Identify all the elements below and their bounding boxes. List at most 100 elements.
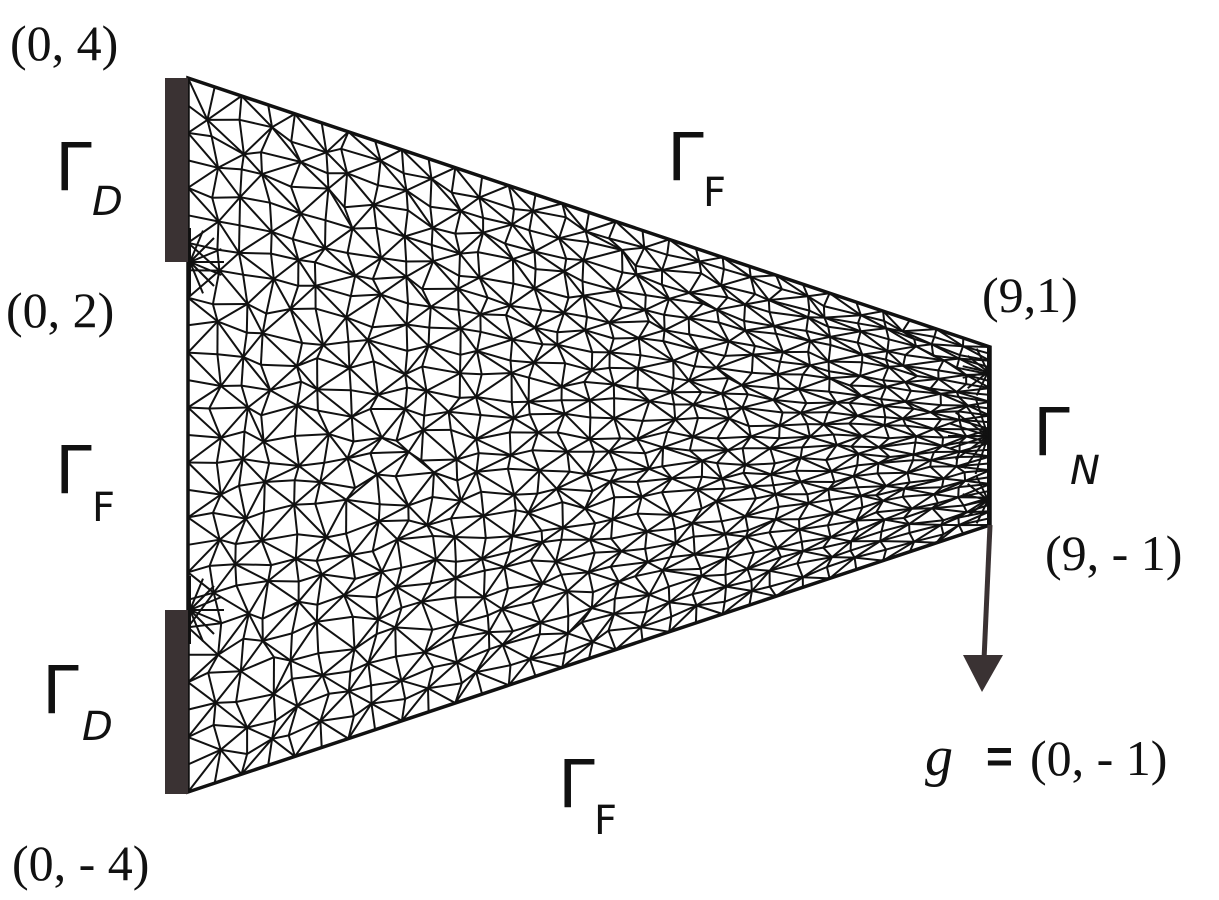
mesh-edge: [401, 148, 433, 180]
mesh-edge: [208, 385, 222, 409]
mesh-edge: [566, 571, 590, 593]
mesh-edge: [261, 640, 275, 658]
mesh-edge: [295, 536, 327, 560]
mesh-edge: [404, 365, 423, 376]
mesh-edge: [726, 406, 743, 411]
mesh-edge: [611, 497, 616, 520]
mesh-edge: [488, 608, 503, 633]
mesh-edge: [807, 310, 811, 318]
boundary-label-neumann: Γ N: [1033, 394, 1100, 494]
vertex-label-right-top: (9,1): [982, 267, 1078, 323]
mesh-edge: [769, 576, 804, 588]
mesh-edge: [404, 226, 433, 238]
mesh-edge: [586, 473, 611, 483]
mesh-edge: [396, 429, 424, 442]
mesh-edge: [482, 231, 514, 260]
mesh-edge: [586, 468, 617, 476]
mesh-edge: [510, 401, 515, 419]
mesh-edge: [591, 366, 610, 372]
mesh-edge: [321, 573, 345, 596]
mesh-edge: [187, 538, 220, 546]
mesh-edge: [454, 514, 485, 538]
mesh-edge: [430, 205, 461, 212]
mesh-edge: [852, 475, 859, 488]
mesh-edge: [316, 367, 350, 391]
mesh-edge: [930, 456, 958, 462]
mesh-edge: [529, 651, 566, 660]
mesh-edge: [187, 736, 222, 751]
mesh-edge: [212, 702, 217, 726]
mesh-edge: [475, 396, 512, 404]
mesh-edge: [372, 538, 398, 553]
clamp-top-bar: [165, 78, 188, 262]
mesh-edge: [316, 615, 353, 623]
mesh-edge: [211, 270, 221, 305]
mesh-edge: [454, 167, 481, 199]
mesh-edge: [644, 297, 670, 311]
mesh-edge: [375, 586, 398, 599]
mesh-edge: [241, 384, 271, 392]
mesh-edge: [751, 371, 778, 376]
mesh-edge: [638, 337, 664, 343]
mesh-edge: [691, 522, 726, 536]
mesh-edge: [799, 481, 809, 495]
mesh-edge: [905, 377, 939, 384]
mesh-edge: [883, 320, 903, 333]
mesh-edge: [508, 535, 514, 553]
mesh-edge: [608, 306, 623, 324]
mesh-edge: [853, 475, 887, 488]
mesh-edge: [715, 355, 726, 369]
mesh-edge: [460, 349, 478, 356]
mesh-edge: [187, 351, 218, 356]
mesh-edge: [296, 357, 318, 368]
mesh-edge: [662, 340, 675, 362]
mesh-edge: [460, 196, 480, 212]
mesh-edge: [510, 454, 540, 472]
mesh-edge: [741, 373, 778, 387]
mesh-edge: [503, 551, 511, 568]
gamma-subscript: F: [92, 485, 115, 531]
mesh-edge: [459, 251, 478, 255]
mesh-edge: [189, 609, 215, 635]
mesh-edge: [239, 196, 271, 204]
mesh-edge: [878, 462, 908, 474]
mesh-edge: [263, 503, 295, 514]
mesh-edge: [636, 418, 676, 441]
mesh-edge: [189, 585, 215, 611]
mesh-edge: [853, 462, 879, 478]
mesh-edge: [272, 694, 277, 721]
mesh-edge: [426, 496, 434, 526]
mesh-edge: [822, 306, 826, 318]
mesh-edge: [688, 317, 730, 343]
mesh-edge: [538, 469, 558, 490]
mesh-edge: [432, 226, 456, 235]
mesh-edge: [348, 367, 352, 391]
mesh-edge: [291, 238, 300, 261]
mesh-edge: [267, 564, 273, 582]
mesh-edge: [291, 213, 302, 240]
mesh-edge: [528, 230, 536, 252]
mesh-edge: [828, 488, 862, 497]
mesh-edge: [798, 502, 810, 520]
mesh-edge: [512, 258, 537, 271]
mesh-edge: [608, 451, 618, 471]
mesh-edge: [885, 327, 890, 340]
mesh-edge: [809, 364, 831, 380]
mesh-edge: [744, 464, 772, 476]
mesh-edge: [529, 412, 565, 416]
mesh-edge: [377, 618, 396, 629]
mesh-edge: [345, 295, 352, 318]
mesh-edge: [910, 389, 941, 395]
mesh-edge: [459, 350, 478, 374]
mesh-edge: [621, 547, 646, 553]
mesh-edge: [404, 390, 428, 410]
mesh-edge: [660, 491, 673, 516]
mesh-edge: [354, 274, 382, 296]
mesh-edge: [857, 485, 886, 489]
mesh-edge: [563, 312, 586, 331]
mesh-edge: [741, 436, 752, 449]
mesh-edge: [531, 590, 568, 604]
mesh-edge: [933, 445, 943, 453]
mesh-edge: [272, 660, 292, 695]
mesh-edge: [849, 401, 884, 407]
